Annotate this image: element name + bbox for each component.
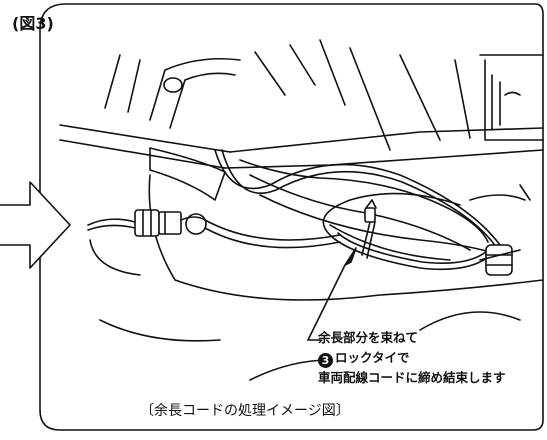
beam-lines [59, 124, 544, 201]
arrow-right-icon [0, 181, 71, 269]
clamp [479, 244, 521, 276]
figure-label: (図3) [12, 14, 54, 33]
callout-line-1: 余長部分を束ねて [318, 330, 419, 345]
callout-line-3: 車両配線コードに締め結束します [318, 370, 506, 385]
lock-tie [361, 199, 377, 259]
body-contour [89, 174, 544, 381]
connector [87, 209, 207, 237]
frame-border [39, 3, 544, 431]
leader-line [307, 247, 357, 341]
step-number-badge: 3 [318, 353, 333, 368]
vehicle-panel-lines [104, 39, 544, 151]
figure-caption: 〔余長コードの処理イメージ図〕 [140, 403, 350, 419]
